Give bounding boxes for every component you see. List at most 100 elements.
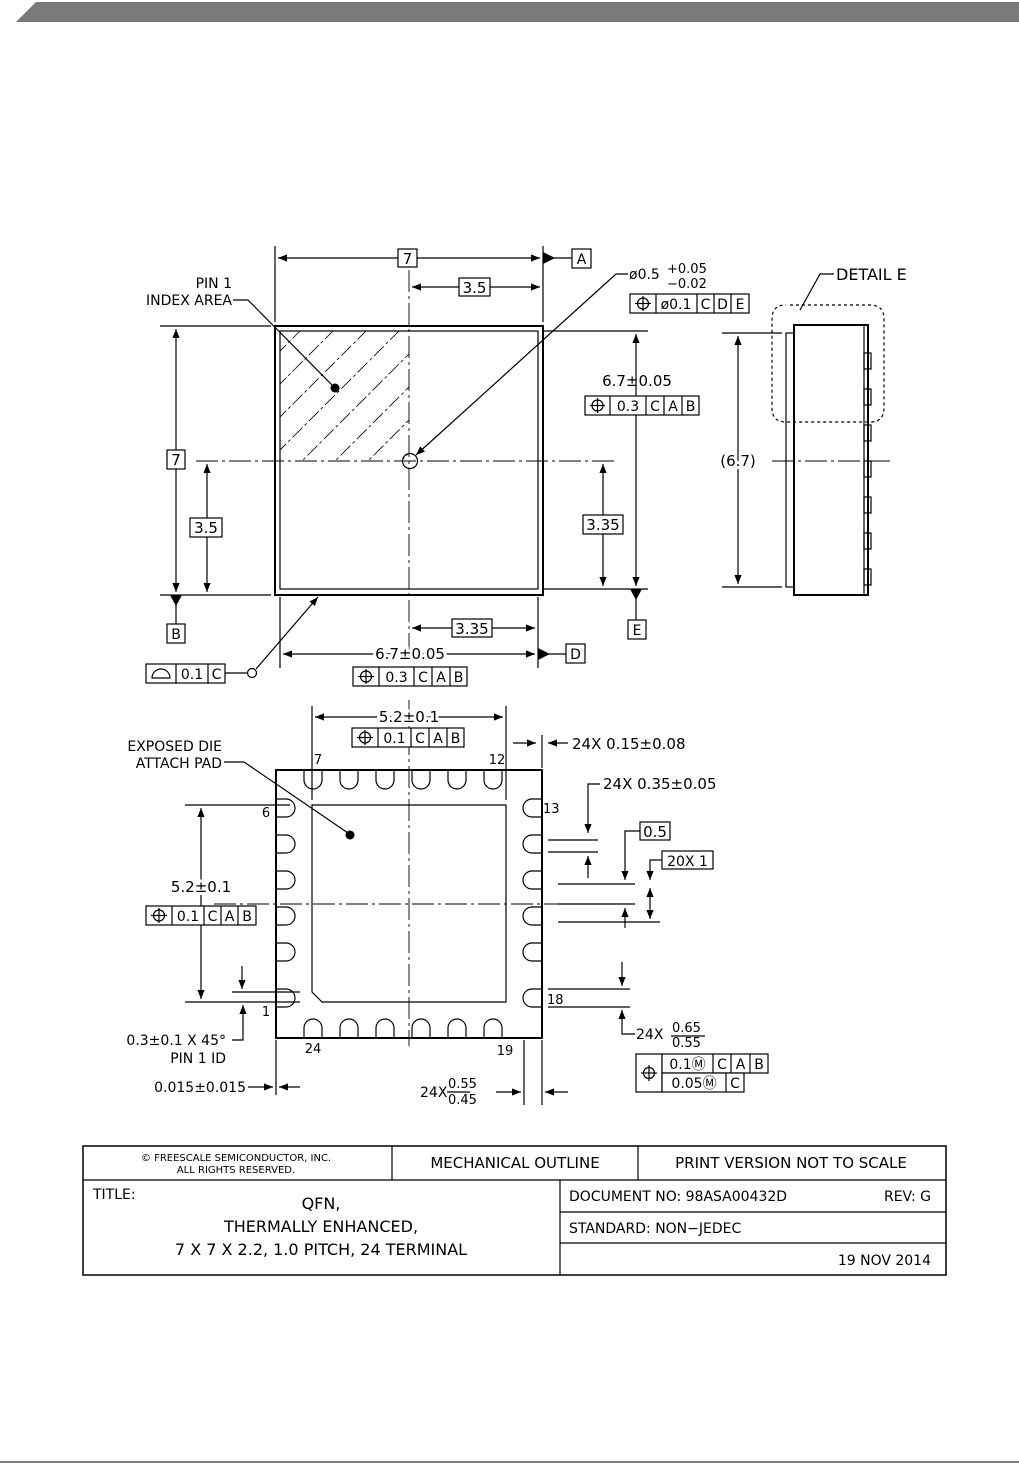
- pad-height-dim: 5.2±0.1: [171, 878, 231, 896]
- datum-d: D: [570, 647, 581, 663]
- title-line-2: THERMALLY ENHANCED,: [223, 1217, 418, 1236]
- pad-height-fcf-d3: B: [242, 909, 252, 925]
- hole-fcf-tol: ø0.1: [661, 297, 692, 313]
- title-line-1: QFN,: [302, 1194, 341, 1213]
- pitch-dim: 20X 1: [667, 854, 708, 870]
- hole-diameter: ø0.5: [629, 267, 660, 283]
- detail-e-label: DETAIL E: [836, 265, 907, 284]
- detail-e-boundary: [771, 304, 885, 423]
- inner-width-fcf-d1: C: [418, 670, 428, 686]
- inner-height-fcf-d2: A: [668, 399, 678, 415]
- position-symbol-icon: [357, 730, 373, 745]
- terminals-top: [303, 770, 503, 790]
- print-note: PRINT VERSION NOT TO SCALE: [675, 1154, 907, 1172]
- terminals-bottom: [303, 1018, 503, 1038]
- surface-profile-icon: [151, 668, 171, 679]
- copyright-line-1: © FREESCALE SEMICONDUCTOR, INC.: [141, 1153, 331, 1164]
- bottom-view: 7 12 6 13 1 18 24 19 5.2±0.1 0.1 C A B E…: [126, 700, 769, 1108]
- exposed-pad: [311, 804, 507, 1003]
- hole-fcf-d2: D: [717, 297, 728, 313]
- lead-length-max: 0.55: [448, 1077, 477, 1092]
- lead-fcf-row1-d2: A: [736, 1057, 746, 1073]
- standard: STANDARD: NON−JEDEC: [569, 1221, 741, 1237]
- position-symbol-icon: [151, 908, 167, 923]
- pin-number-7: 7: [314, 753, 322, 768]
- pad-height-fcf-tol: 0.1: [177, 909, 199, 925]
- profile-fcf-datum: C: [212, 667, 222, 683]
- title-label: TITLE:: [92, 1187, 136, 1203]
- lead-thickness-dim: 24X 0.15±0.08: [572, 735, 686, 753]
- position-symbol-icon: [635, 296, 651, 311]
- inner-height-fcf-d1: C: [650, 399, 660, 415]
- pin-number-24: 24: [305, 1042, 322, 1057]
- lead-length2-min: 0.55: [672, 1036, 701, 1051]
- inner-width-fcf-d3: B: [454, 670, 464, 686]
- dim-body-width: 7: [403, 250, 413, 268]
- dim-inner-half-height: 3.35: [586, 516, 619, 534]
- dim-inner-width: 6.7±0.05: [375, 645, 445, 663]
- dim-inner-half-width: 3.35: [455, 620, 488, 638]
- pad-width-fcf-tol: 0.1: [383, 731, 405, 747]
- chamfer-dim: 0.3±0.1 X 45°: [126, 1033, 226, 1049]
- lead-length2-max: 0.65: [672, 1021, 701, 1036]
- side-body: [793, 324, 869, 596]
- dim-inner-height: 6.7±0.05: [602, 372, 672, 390]
- lead-fcf-row1-d3: B: [754, 1057, 764, 1073]
- hole-fcf-d1: C: [701, 297, 711, 313]
- mechanical-outline: MECHANICAL OUTLINE: [430, 1154, 599, 1172]
- title-line-3: 7 X 7 X 2.2, 1.0 PITCH, 24 TERMINAL: [175, 1240, 467, 1259]
- copyright-line-2: ALL RIGHTS RESERVED.: [177, 1165, 295, 1176]
- lead-width-dim: 24X 0.35±0.05: [603, 775, 717, 793]
- hole-fcf-d3: E: [736, 297, 745, 313]
- revision: REV: G: [884, 1189, 931, 1205]
- hole-tol-plus: +0.05: [667, 262, 707, 277]
- terminals-right: [522, 798, 542, 1008]
- pad-height-fcf-d1: C: [208, 909, 218, 925]
- dim-half-height: 3.5: [194, 519, 218, 537]
- lead-length-min: 0.45: [448, 1093, 477, 1108]
- lead-length-prefix: 24X: [420, 1085, 448, 1101]
- drawing-date: 19 NOV 2014: [838, 1253, 931, 1269]
- half-pitch-dim: 0.5: [643, 823, 667, 841]
- datum-a: A: [577, 252, 587, 268]
- pad-width-fcf-d1: C: [415, 731, 425, 747]
- pin-number-1: 1: [262, 1005, 270, 1020]
- inner-height-fcf-tol: 0.3: [617, 399, 639, 415]
- pin-number-19: 19: [497, 1044, 514, 1059]
- inner-height-fcf-d3: B: [686, 399, 696, 415]
- dim-half-width: 3.5: [463, 279, 487, 297]
- dim-body-height: 7: [171, 451, 181, 469]
- pad-width-fcf-d3: B: [451, 731, 461, 747]
- edge-offset-dim: 0.015±0.015: [154, 1080, 246, 1096]
- lead-fcf-row2-tol: 0.05Ⓜ: [671, 1076, 716, 1092]
- lead-fcf-row1-tol: 0.1Ⓜ: [669, 1057, 705, 1073]
- pin1-index-hatch: [280, 331, 409, 461]
- terminals-left: [276, 798, 296, 1008]
- inner-width-fcf-tol: 0.3: [385, 670, 407, 686]
- datum-hole-circle: [401, 452, 419, 470]
- datum-e: E: [633, 623, 642, 639]
- exposed-pad-label-2: ATTACH PAD: [136, 756, 222, 772]
- profile-fcf-tol: 0.1: [181, 667, 203, 683]
- header-band: [16, 2, 1019, 22]
- lead-fcf-row2-d1: C: [730, 1076, 740, 1092]
- side-height-ref: (6.7): [720, 452, 756, 470]
- pin-number-12: 12: [489, 753, 506, 768]
- pin-number-18: 18: [547, 993, 564, 1008]
- side-view: (6.7) DETAIL E: [717, 265, 907, 596]
- position-symbol-icon: [358, 669, 374, 684]
- pin1-index-label-1: PIN 1: [196, 276, 232, 292]
- lead-length2-prefix: 24X: [636, 1027, 664, 1043]
- top-view: 7 A 3.5 PIN 1 INDEX AREA ø0.5 +0.05 −0.0…: [145, 246, 750, 687]
- pad-width-dim: 5.2±0.1: [379, 708, 439, 726]
- pin1-index-label-2: INDEX AREA: [146, 293, 232, 309]
- lead-fcf-row1-d1: C: [717, 1057, 727, 1073]
- inner-width-fcf-d2: A: [436, 670, 446, 686]
- hole-tol-minus: −0.02: [667, 277, 707, 292]
- pin1-id-label: PIN 1 ID: [170, 1051, 226, 1067]
- side-leadframe: [785, 332, 795, 588]
- document-number: DOCUMENT NO: 98ASA00432D: [569, 1189, 787, 1205]
- exposed-pad-label-1: EXPOSED DIE: [127, 739, 222, 755]
- pin-number-6: 6: [262, 806, 270, 821]
